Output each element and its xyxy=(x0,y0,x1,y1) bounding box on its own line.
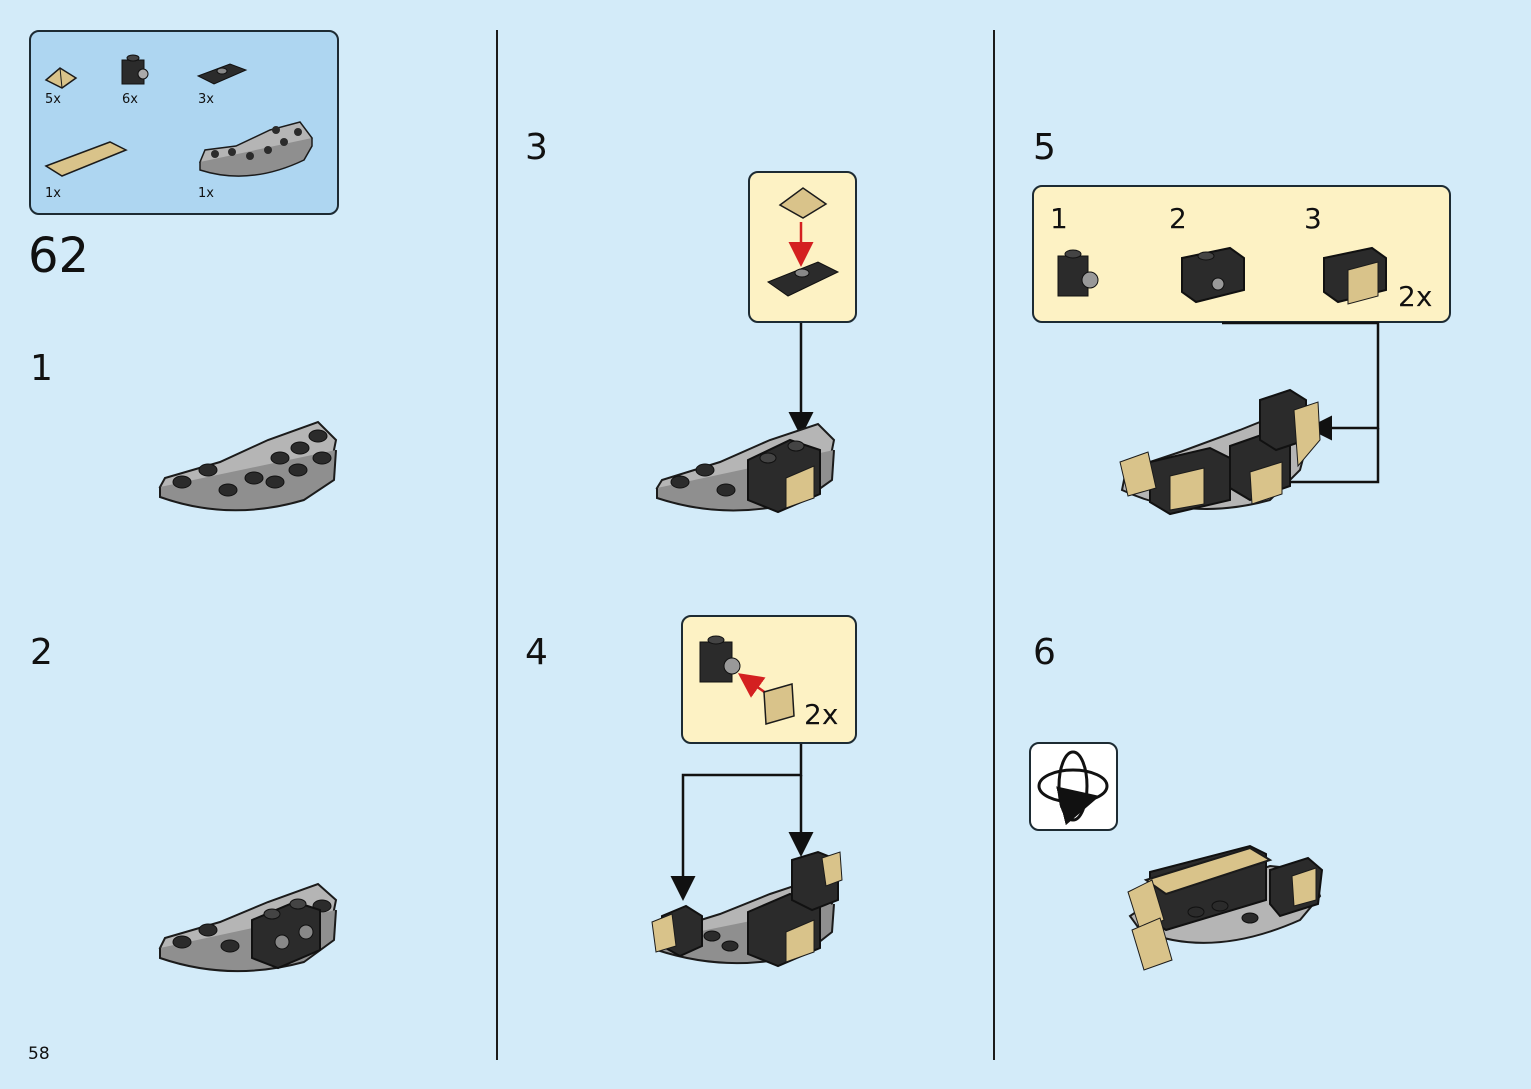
step-number: 5 xyxy=(1033,127,1056,168)
callout-multiplier: 2x xyxy=(1398,280,1433,313)
step3-callout-parts xyxy=(766,187,840,437)
callout-multiplier: 2x xyxy=(804,698,839,731)
part-qty: 1x xyxy=(45,186,61,201)
part-qty: 1x xyxy=(198,186,214,201)
black-bracket-icon xyxy=(121,54,149,85)
tan-slope-icon xyxy=(44,67,78,89)
step-number: 2 xyxy=(30,632,53,673)
column-divider xyxy=(993,30,995,1060)
step1-model xyxy=(158,420,338,512)
gray-curved-plate-icon xyxy=(198,121,313,177)
part-qty: 6x xyxy=(122,92,138,107)
step6-model xyxy=(1127,844,1324,971)
substep-number: 3 xyxy=(1304,202,1322,235)
black-jumper-plate-icon xyxy=(196,63,248,85)
parts-list xyxy=(29,30,339,215)
step-number: 4 xyxy=(525,632,548,673)
page-step-group: 62 xyxy=(28,228,90,284)
part-qty: 5x xyxy=(45,92,61,107)
substep-number: 1 xyxy=(1050,202,1068,235)
step2-model xyxy=(158,882,338,973)
page-number: 58 xyxy=(28,1044,50,1064)
step4-model xyxy=(651,850,843,968)
step-number: 3 xyxy=(525,127,548,168)
tan-tile-icon xyxy=(44,141,128,177)
step5-callout-parts xyxy=(1057,246,1387,495)
substep-number: 2 xyxy=(1169,202,1187,235)
step-number: 6 xyxy=(1033,632,1056,673)
rotate-model-icon xyxy=(1037,750,1109,826)
part-qty: 3x xyxy=(198,92,214,107)
step3-model xyxy=(655,422,836,514)
column-divider xyxy=(496,30,498,1060)
step5-model xyxy=(1119,388,1321,516)
step4-callout-parts xyxy=(670,635,814,901)
step-number: 1 xyxy=(30,348,53,389)
